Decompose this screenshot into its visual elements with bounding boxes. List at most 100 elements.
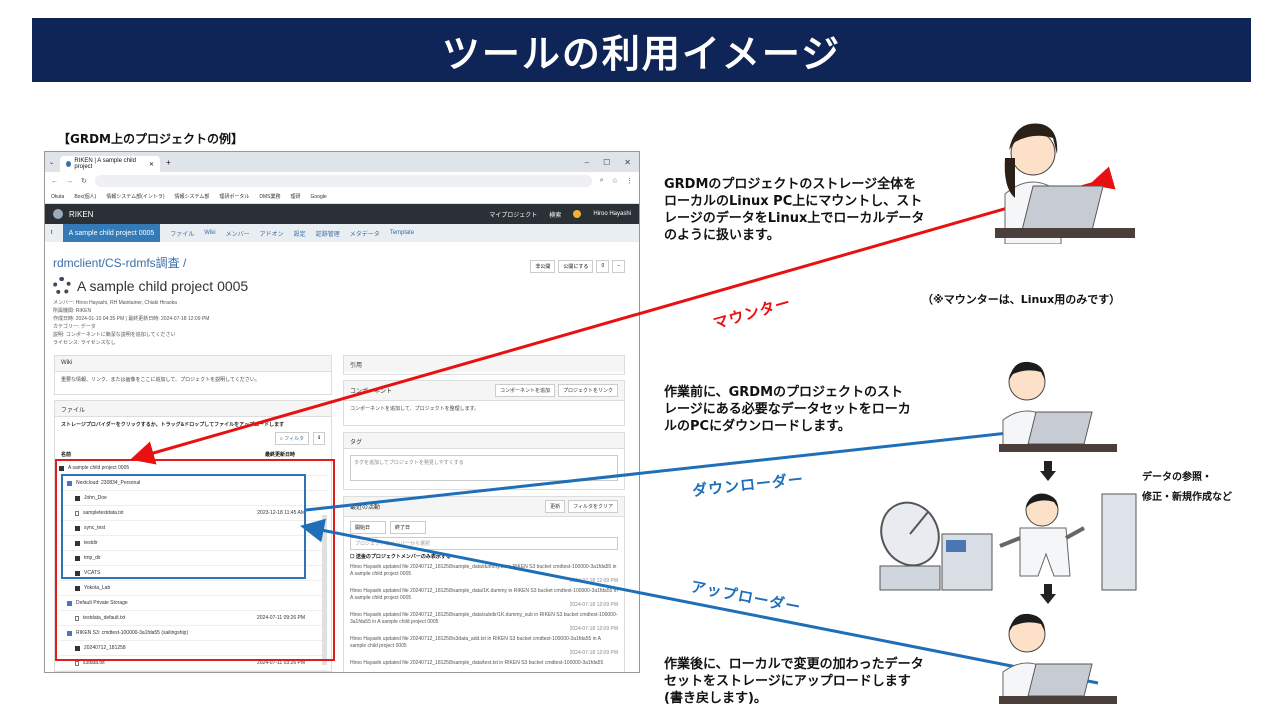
file-tree-name: s3data.txt xyxy=(83,660,105,666)
bookmark-item[interactable]: Box(個人) xyxy=(74,194,97,200)
new-tab-icon[interactable]: + xyxy=(166,157,171,167)
file-tree-row[interactable]: testdir xyxy=(59,536,327,551)
tab-list-icon[interactable]: ⌄ xyxy=(49,159,55,166)
meta-description: 説明: コンポーネントに簡潔な説明を追加してください xyxy=(53,332,176,338)
file-tree-name: Default Private Storage xyxy=(76,600,128,606)
project-nav-home[interactable]: t xyxy=(51,230,53,236)
storage-icon xyxy=(67,630,72,636)
activity-item: Hiroo Hayashi updated file 20240712_1812… xyxy=(350,588,618,609)
minimize-icon[interactable]: – xyxy=(584,157,590,167)
column-name-header[interactable]: 名前 xyxy=(61,452,72,458)
project-icon xyxy=(53,277,71,295)
file-tree-name: RIKEN S3: cmdtest-100000-3a1fda55 (saili… xyxy=(76,630,189,636)
forward-icon[interactable]: → xyxy=(66,177,73,185)
folder-icon xyxy=(75,645,80,651)
highlight-box-blue xyxy=(61,474,306,579)
close-window-icon[interactable]: ✕ xyxy=(624,157,631,167)
side-note-line-2: 修正・新規作成など xyxy=(1142,492,1232,503)
file-tree-name: testdir xyxy=(84,540,98,546)
mounter-note: （※マウンターは、Linux用のみです） xyxy=(922,293,1121,306)
lab-equipment-illustration xyxy=(879,493,1137,591)
update-button[interactable]: 更新 xyxy=(545,500,566,513)
file-tree-name: testdata_default.txt xyxy=(83,615,126,621)
activity-head: 最近の活動 xyxy=(350,505,381,511)
members-only-checkbox[interactable]: ☐ 送金のプロジェクトメンバーのみ表示する xyxy=(350,554,451,560)
activity-list: Hiroo Hayashi updated file 20240712_1812… xyxy=(350,564,618,667)
activity-item: Hiroo Hayashi updated file 20240712_1812… xyxy=(350,660,618,667)
file-tree-row[interactable]: VCATS xyxy=(59,566,327,581)
file-tree-name: sync_test xyxy=(84,525,106,531)
clear-filter-button[interactable]: フィルタをクリア xyxy=(568,500,618,513)
activity-text: Hiroo Hayashi updated file 20240712_1812… xyxy=(350,612,618,625)
meta-affiliation: 所属機関: RIKEN xyxy=(53,308,92,314)
file-tree-scrollbar[interactable] xyxy=(322,515,327,665)
researcher-laptop-illustration-middle xyxy=(999,361,1117,452)
highlight-box-red xyxy=(55,459,335,661)
researcher-laptop-illustration-bottom xyxy=(999,613,1117,704)
meta-license: ライセンス: ライセンスなし xyxy=(53,340,116,346)
file-tree-date: 2024-07-11 09:26 PM xyxy=(257,615,305,621)
file-tree-row[interactable]: RIKEN S3: cmdtest-100000-3a1fda55 (saili… xyxy=(59,626,327,641)
mounter-description: GRDMのプロジェクトのストレージ全体をローカルのLinux PC上にマウントし… xyxy=(664,177,925,243)
folder-icon xyxy=(75,495,80,501)
folder-icon xyxy=(75,570,80,576)
side-note-line-1: データの参照・ xyxy=(1142,472,1212,483)
file-tree-row[interactable]: 20240712_181258 xyxy=(59,641,327,656)
downloader-description: 作業前に、GRDMのプロジェクトのストレージにある必要なデータセットをローカルの… xyxy=(664,385,911,434)
file-tree-row[interactable]: sync_test xyxy=(59,521,327,536)
file-tree-row[interactable]: testdata_default.txt 2024-07-11 09:26 PM xyxy=(59,611,327,626)
file-tree-date: 2024-07-11 03:26 PM xyxy=(257,660,305,666)
activity-item: Hiroo Hayashi updated file 20240712_1812… xyxy=(350,564,618,585)
storage-icon xyxy=(67,480,72,486)
brand-logo-icon xyxy=(53,209,63,219)
file-icon xyxy=(75,615,79,621)
file-tree-row[interactable]: Default Private Storage xyxy=(59,596,327,611)
activity-text: Hiroo Hayashi updated file 20240712_1812… xyxy=(350,636,601,649)
file-tree-row[interactable]: Yokota_Lab xyxy=(59,581,327,596)
file-tree-name: John_Doe xyxy=(84,495,107,501)
downloader-arrow xyxy=(305,417,1069,512)
activity-text: Hiroo Hayashi updated file 20240712_1812… xyxy=(350,660,604,666)
activity-text: Hiroo Hayashi updated file 20240712_1812… xyxy=(350,564,617,577)
file-tree-row[interactable]: John_Doe xyxy=(59,491,327,506)
file-tree-name: A sample child project 0005 xyxy=(68,465,130,471)
folder-icon xyxy=(75,585,80,591)
reload-icon[interactable]: ↻ xyxy=(81,178,87,185)
activity-panel: 最近の活動 更新 フィルタをクリア 開始日 終了日 プロジェクトのメンバーから選… xyxy=(343,496,625,672)
file-tree-name: Nextcloud: 230834_Personal xyxy=(76,480,141,486)
bookmark-item[interactable]: Okuta xyxy=(51,193,65,200)
back-icon[interactable]: ← xyxy=(51,177,58,185)
activity-item: Hiroo Hayashi updated file 20240712_1812… xyxy=(350,612,618,633)
activity-date: 2024-07-18 12:09 PM xyxy=(569,578,618,584)
activity-date: 2024-07-18 12:09 PM xyxy=(569,626,618,632)
brand-name[interactable]: RIKEN xyxy=(69,209,94,219)
file-icon xyxy=(75,510,79,516)
file-tree-name: tmp_dir xyxy=(84,555,101,561)
file-tree-name: 20240712_181258 xyxy=(84,645,126,651)
folder-icon xyxy=(59,465,64,471)
folder-icon xyxy=(75,555,80,561)
to-date-input[interactable]: 終了日 xyxy=(390,521,426,534)
from-date-input[interactable]: 開始日 xyxy=(350,521,386,534)
slide-title: ツールの利用イメージ xyxy=(32,18,1251,82)
file-tree-row[interactable]: tmp_dir xyxy=(59,551,327,566)
mounter-arrow xyxy=(130,166,1116,465)
file-tree-name: Yokota_Lab xyxy=(84,585,111,591)
side-note: データの参照・ 修正・新規作成など xyxy=(1142,468,1232,508)
meta-category: カテゴリー: データ xyxy=(53,324,96,330)
storage-icon xyxy=(67,600,72,606)
meta-members: メンバー: Hiroo Hayashi, RH Maintainer, Chia… xyxy=(53,300,177,306)
down-arrow-icon xyxy=(1040,584,1056,604)
maximize-icon[interactable]: ☐ xyxy=(603,157,611,167)
researcher-laptop-illustration-top xyxy=(995,123,1135,244)
section-label: 【GRDM上のプロジェクトの例】 xyxy=(58,132,243,146)
activity-text: Hiroo Hayashi updated file 20240712_1812… xyxy=(350,588,618,601)
file-tree-name: sampletestdata.txt xyxy=(83,510,124,516)
close-icon[interactable]: ✕ xyxy=(149,161,155,168)
browser-tab-title: RIKEN | A sample child project xyxy=(74,158,136,170)
checkbox-label: 送金のプロジェクトメンバーのみ表示する xyxy=(355,554,451,560)
file-tree-row[interactable]: Nextcloud: 230834_Personal xyxy=(59,476,327,491)
